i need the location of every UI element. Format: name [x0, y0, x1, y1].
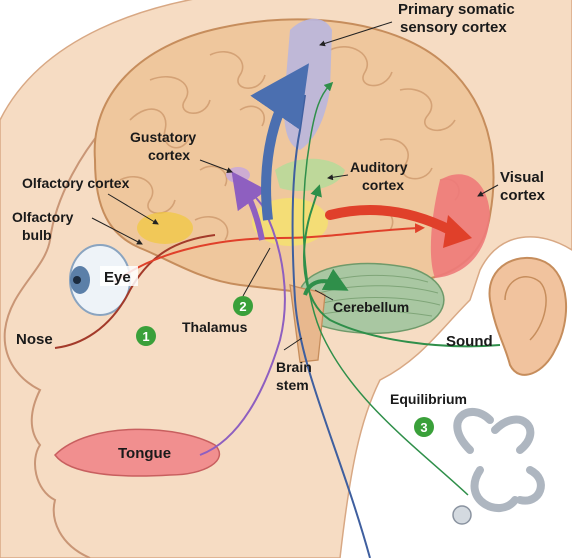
label-auditory-2: cortex [362, 177, 404, 193]
label-cerebellum: Cerebellum [333, 299, 409, 315]
label-equilibrium: Equilibrium [390, 391, 467, 407]
marker-1: 1 [136, 326, 156, 346]
marker-2-text: 2 [239, 299, 246, 314]
inner-ear-organ [457, 412, 541, 508]
marker-2: 2 [233, 296, 253, 316]
label-gustatory-1: Gustatory [130, 129, 196, 145]
marker-3: 3 [414, 417, 434, 437]
label-visual-1: Visual [500, 169, 544, 186]
label-sound: Sound [446, 333, 493, 350]
label-gustatory-2: cortex [148, 147, 190, 163]
label-eye: Eye [104, 269, 131, 286]
label-olfactory-bulb-2: bulb [22, 227, 52, 243]
label-brain-stem-1: Brain [276, 359, 312, 375]
label-tongue: Tongue [118, 445, 171, 462]
label-brain-stem-2: stem [276, 377, 309, 393]
ear-organ [490, 258, 567, 375]
marker-1-text: 1 [142, 329, 149, 344]
label-auditory-1: Auditory [350, 159, 408, 175]
marker-3-text: 3 [420, 420, 427, 435]
gustatory-cortex-region [226, 167, 250, 183]
label-primary-somatic-1: Primary somatic [398, 1, 515, 18]
label-nose: Nose [16, 331, 53, 348]
label-thalamus: Thalamus [182, 319, 248, 335]
label-olfactory-cortex: Olfactory cortex [22, 175, 130, 191]
label-olfactory-bulb-1: Olfactory [12, 209, 74, 225]
label-visual-2: cortex [500, 187, 546, 204]
label-primary-somatic-2: sensory cortex [400, 19, 507, 36]
cochlea-base [453, 506, 471, 524]
